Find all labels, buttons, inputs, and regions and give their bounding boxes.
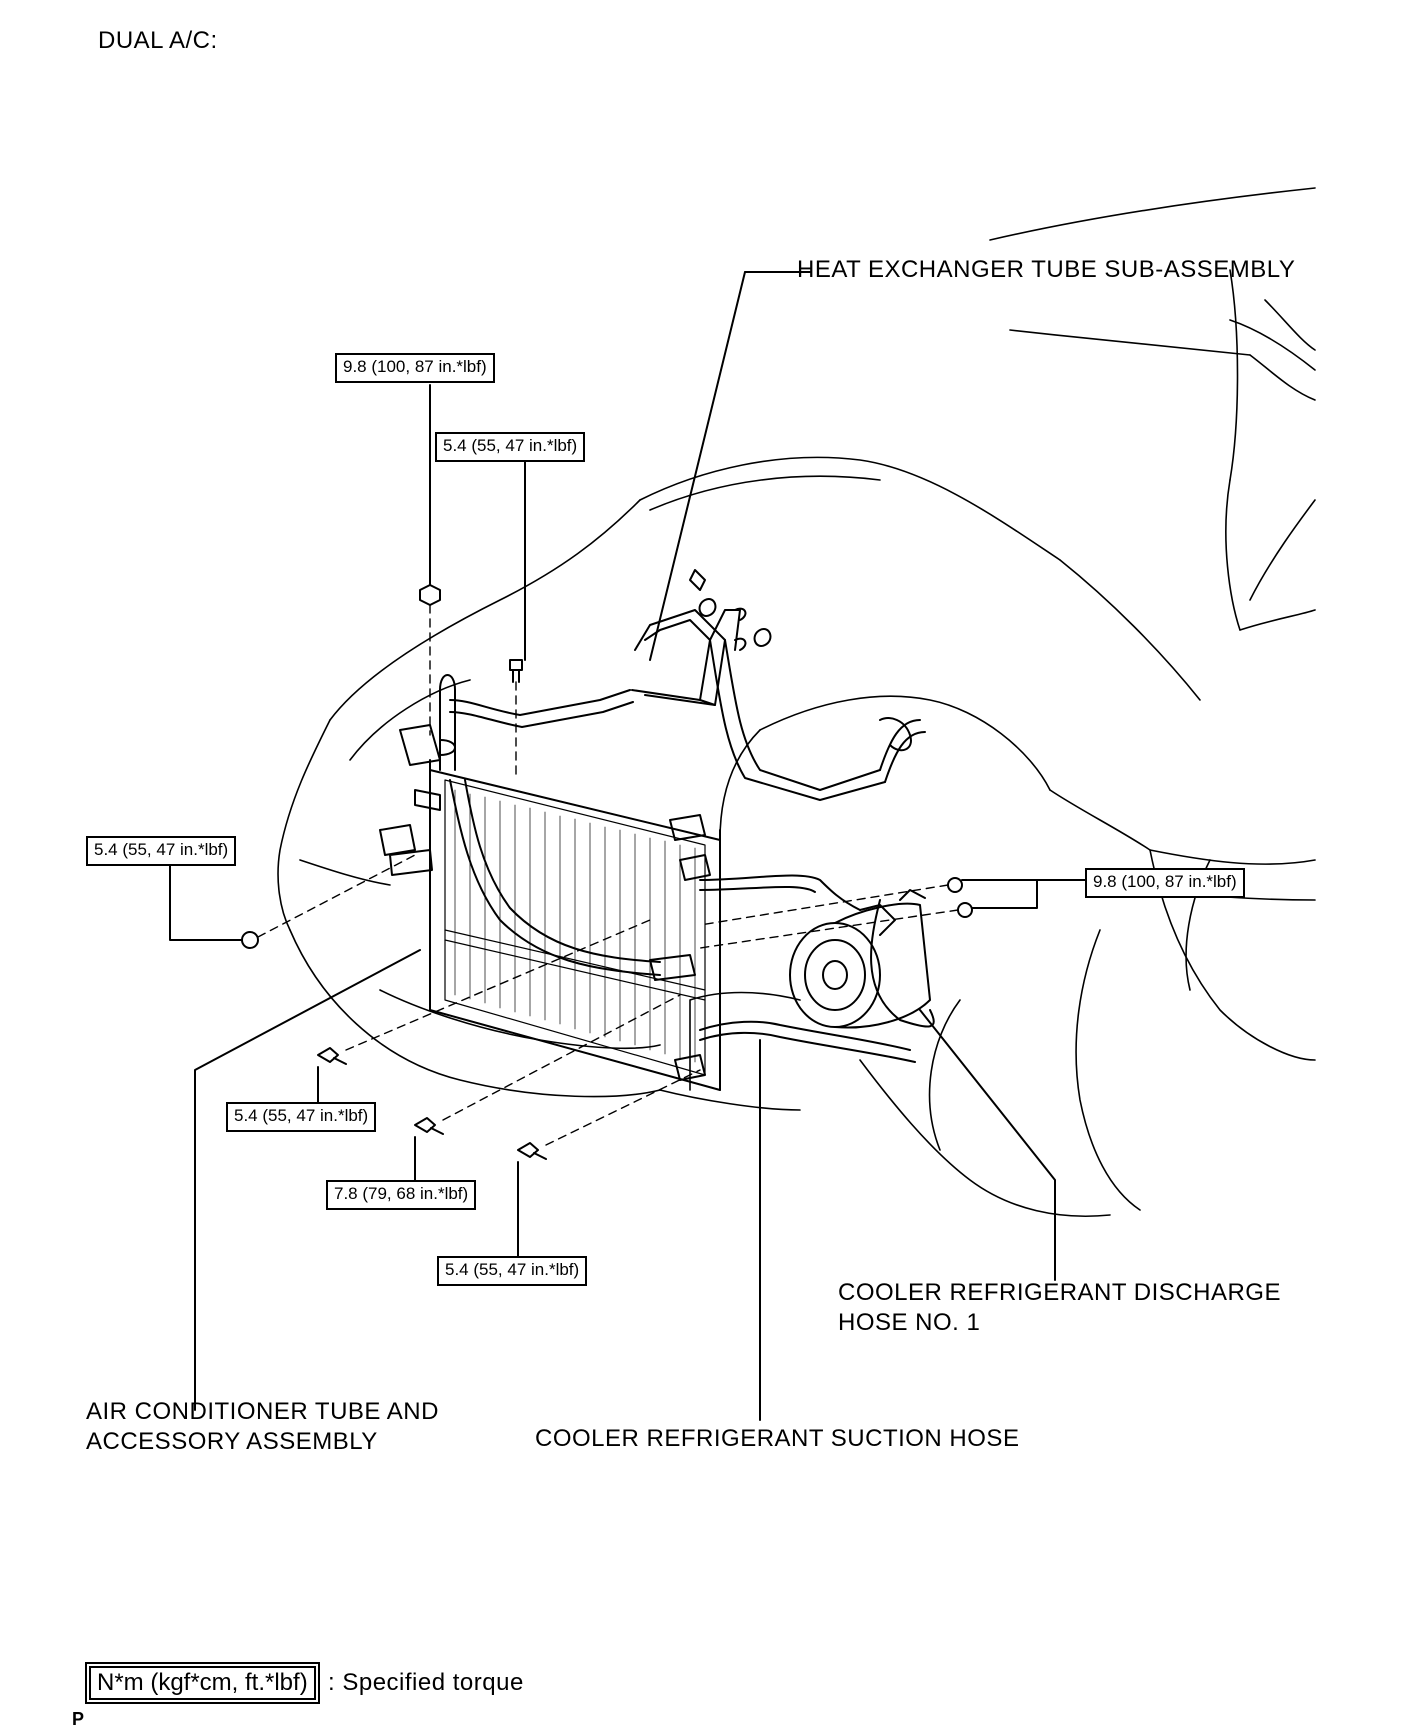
torque-label-top-bolt: 5.4 (55, 47 in.*lbf) [435,432,586,462]
vehicle-body-outline [277,187,1316,1218]
leader-lines [169,271,1086,1421]
refrigerant-tubes [439,609,935,1063]
callout-suction-hose: COOLER REFRIGERANT SUCTION HOSE [535,1425,1020,1452]
torque-label-top-nut: 9.8 (100, 87 in.*lbf) [335,353,495,383]
callout-discharge-hose-line1: COOLER REFRIGERANT DISCHARGE [838,1279,1281,1306]
torque-label-left-nut: 5.4 (55, 47 in.*lbf) [86,836,237,866]
page-title: DUAL A/C: [98,27,218,54]
torque-label-lower-left-bolt: 5.4 (55, 47 in.*lbf) [226,1102,377,1132]
fasteners [241,584,973,1160]
heat-exchanger-parts [689,569,912,752]
callout-heat-exchanger: HEAT EXCHANGER TUBE SUB-ASSEMBLY [797,256,1296,283]
dashed-paths [257,604,959,1146]
compressor [789,889,931,1029]
callout-ac-tube-line1: AIR CONDITIONER TUBE AND [86,1398,439,1425]
footer-marker: P [72,1709,85,1729]
legend-unit-box: N*m (kgf*cm, ft.*lbf) [85,1662,320,1704]
legend-description: : Specified torque [328,1669,524,1696]
torque-label-lower-right-bolt: 5.4 (55, 47 in.*lbf) [437,1256,588,1286]
right-brackets [649,814,711,1081]
callout-discharge-hose-line2: HOSE NO. 1 [838,1309,981,1336]
torque-label-lower-mid-bolt: 7.8 (79, 68 in.*lbf) [326,1180,477,1210]
callout-ac-tube-line2: ACCESSORY ASSEMBLY [86,1428,378,1455]
left-brackets [379,724,456,876]
condenser [429,759,721,1091]
torque-label-compressor-nuts: 9.8 (100, 87 in.*lbf) [1085,868,1245,898]
